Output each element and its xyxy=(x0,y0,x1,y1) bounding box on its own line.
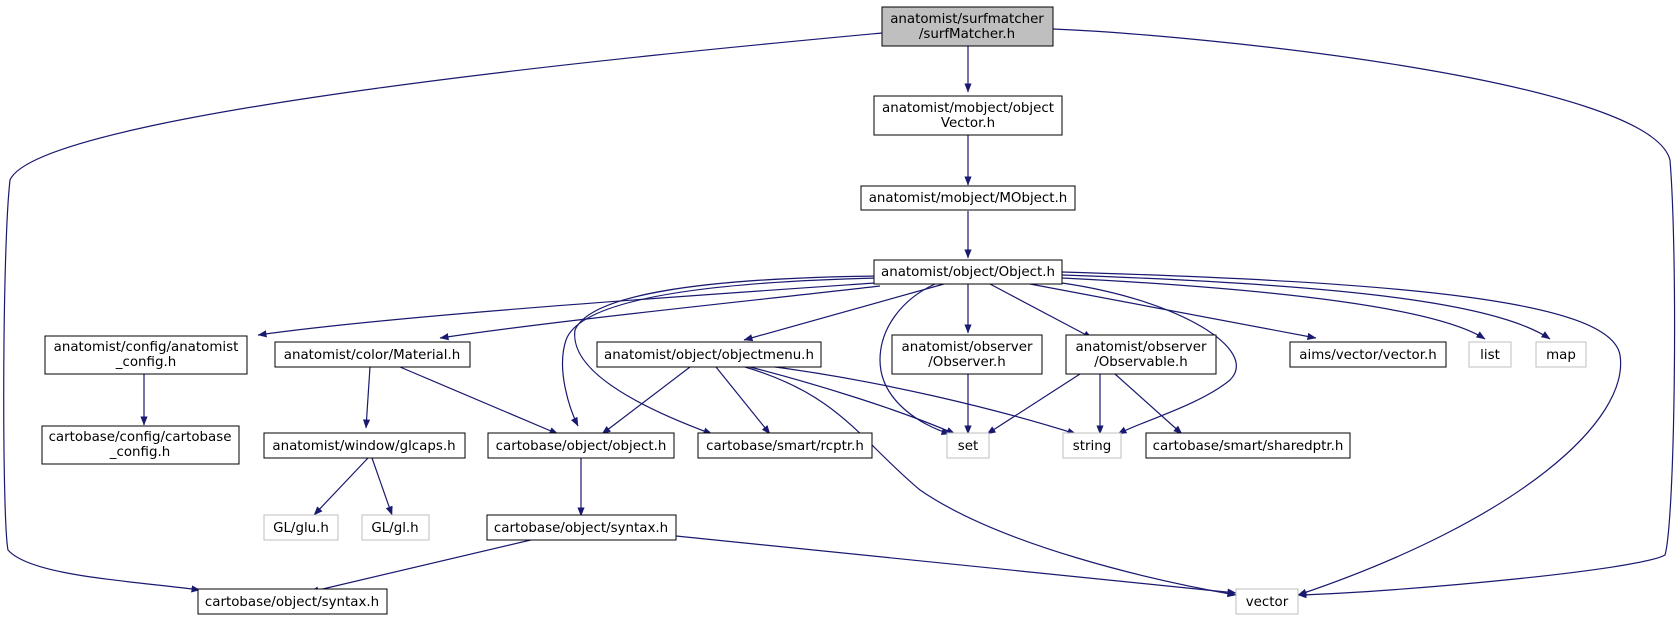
node-gl[interactable]: GL/gl.h xyxy=(361,514,430,541)
node-label: /surfMatcher.h xyxy=(919,27,1015,42)
edge-observable-set xyxy=(986,373,1081,435)
node-set[interactable]: set xyxy=(946,432,990,459)
node-cartobase-config[interactable]: cartobase/config/cartobase _config.h xyxy=(41,425,240,465)
edge-object-map xyxy=(1061,274,1551,340)
edge-objectmenu-string xyxy=(759,364,1077,435)
edge-object-objectmenu xyxy=(743,283,945,342)
node-label: anatomist/config/anatomist xyxy=(54,340,239,355)
node-label: anatomist/observer xyxy=(1076,340,1207,355)
edge-object-string xyxy=(1061,282,1237,435)
node-anatomist-config[interactable]: anatomist/config/anatomist _config.h xyxy=(44,335,248,375)
node-label: anatomist/window/glcaps.h xyxy=(272,439,455,454)
edge-material-glcaps xyxy=(362,366,371,429)
node-label: cartobase/object/syntax.h xyxy=(205,595,379,610)
node-label: GL/gl.h xyxy=(371,521,418,536)
edge-object-list xyxy=(1061,277,1486,340)
edge-object-cbobject xyxy=(562,277,881,427)
node-label: anatomist/object/objectmenu.h xyxy=(604,348,814,363)
node-label: /Observable.h xyxy=(1094,355,1188,370)
edge-object-aimsvector xyxy=(1029,283,1317,340)
node-root-surfmatcher[interactable]: anatomist/surfmatcher /surfMatcher.h xyxy=(881,6,1054,47)
node-label: anatomist/observer xyxy=(902,340,1033,355)
node-label: vector xyxy=(1246,595,1289,610)
node-mobject[interactable]: anatomist/mobject/MObject.h xyxy=(860,185,1076,211)
node-rcptr[interactable]: cartobase/smart/rcptr.h xyxy=(697,432,873,459)
edges xyxy=(3,28,1676,599)
edge-cbsyntax-cbsyntax2 xyxy=(309,538,536,594)
node-list[interactable]: list xyxy=(1468,341,1512,368)
edge-glcaps-glu xyxy=(313,457,369,516)
node-label: GL/glu.h xyxy=(273,521,329,536)
node-object[interactable]: anatomist/object/Object.h xyxy=(873,259,1063,285)
node-label: anatomist/mobject/MObject.h xyxy=(869,191,1068,206)
node-label: _config.h xyxy=(115,355,176,370)
node-observable[interactable]: anatomist/observer /Observable.h xyxy=(1065,334,1217,375)
edge-object-observable xyxy=(989,283,1093,339)
node-aimsvector[interactable]: aims/vector/vector.h xyxy=(1289,341,1447,368)
node-label: _config.h xyxy=(109,445,170,460)
edge-objectmenu-vector xyxy=(744,366,1237,598)
edge-object-set xyxy=(879,283,951,435)
node-label: /Observer.h xyxy=(928,355,1005,370)
edge-objectmenu-cbobject xyxy=(601,366,691,435)
edge-object-material xyxy=(439,285,881,341)
node-label: string xyxy=(1073,439,1111,454)
node-objectmenu[interactable]: anatomist/object/objectmenu.h xyxy=(596,341,822,368)
node-label: cartobase/object/object.h xyxy=(496,439,667,454)
node-label: cartobase/smart/rcptr.h xyxy=(706,439,864,454)
edge-root-vector xyxy=(1052,28,1676,599)
node-map[interactable]: map xyxy=(1535,341,1587,368)
node-label: cartobase/smart/sharedptr.h xyxy=(1153,439,1344,454)
node-label: set xyxy=(958,439,978,454)
edge-object-vector xyxy=(1061,271,1622,596)
node-cartobase-syntax[interactable]: cartobase/object/syntax.h xyxy=(486,514,677,541)
node-material[interactable]: anatomist/color/Material.h xyxy=(274,341,471,368)
edge-cbsyntax-vector xyxy=(675,535,1237,596)
node-vector[interactable]: vector xyxy=(1235,588,1299,615)
edge-objectmenu-rcptr xyxy=(715,366,771,435)
edge-observable-sharedptr xyxy=(1114,373,1183,435)
edge-material-cbobject xyxy=(399,366,559,435)
node-label: list xyxy=(1480,348,1500,363)
node-sharedptr[interactable]: cartobase/smart/sharedptr.h xyxy=(1145,432,1351,459)
node-observer[interactable]: anatomist/observer /Observer.h xyxy=(891,334,1043,375)
node-label: cartobase/config/cartobase xyxy=(49,430,232,445)
node-label: map xyxy=(1546,348,1576,363)
node-objectvector[interactable]: anatomist/mobject/object Vector.h xyxy=(873,95,1063,136)
node-label: aims/vector/vector.h xyxy=(1299,348,1436,363)
edge-glcaps-gl xyxy=(371,457,393,516)
edge-objectmenu-set xyxy=(749,366,956,435)
node-label: cartobase/object/syntax.h xyxy=(494,521,668,536)
node-label: anatomist/surfmatcher xyxy=(890,12,1044,27)
node-string[interactable]: string xyxy=(1062,432,1122,459)
node-label: anatomist/color/Material.h xyxy=(284,348,460,363)
nodes: anatomist/surfmatcher /surfMatcher.h ana… xyxy=(41,6,1587,615)
node-cartobase-object[interactable]: cartobase/object/object.h xyxy=(487,432,675,459)
edge-root-cbsyntax2 xyxy=(3,32,883,593)
edge-object-rcptr xyxy=(574,275,881,435)
node-label: Vector.h xyxy=(941,116,995,131)
edge-object-anatomistconfig xyxy=(257,282,876,338)
node-cartobase-syntax-2[interactable]: cartobase/object/syntax.h xyxy=(197,588,388,615)
node-label: anatomist/object/Object.h xyxy=(881,265,1055,280)
node-glu[interactable]: GL/glu.h xyxy=(263,514,339,541)
node-glcaps[interactable]: anatomist/window/glcaps.h xyxy=(263,432,466,459)
node-label: anatomist/mobject/object xyxy=(882,101,1054,116)
